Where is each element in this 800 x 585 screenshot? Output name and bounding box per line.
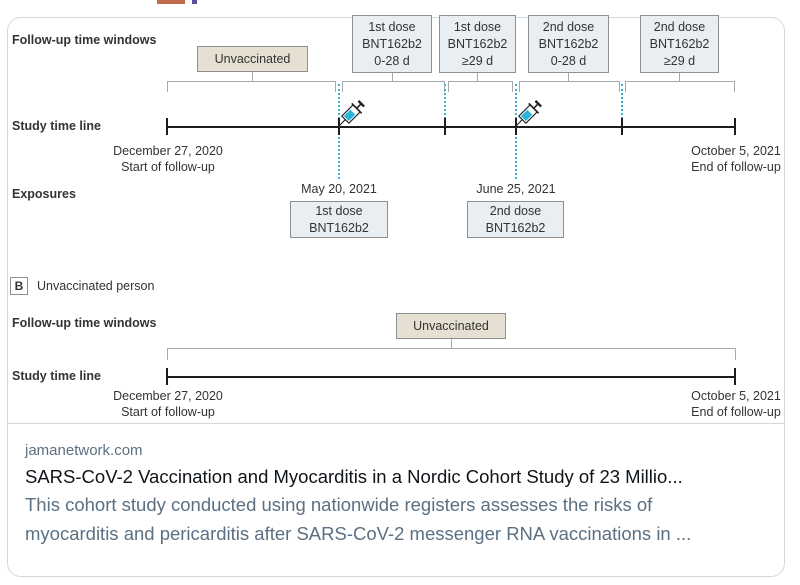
panel-b-timeline-label: Study time line xyxy=(12,369,101,383)
window-box-unvaccinated-a: Unvaccinated xyxy=(197,46,308,72)
start-label-a: Start of follow-up xyxy=(121,160,215,174)
box-line: ≥29 d xyxy=(461,53,494,68)
panel-a-timeline-label: Study time line xyxy=(12,119,101,133)
bracket-unvaccinated-a xyxy=(167,81,336,92)
syringe-icon xyxy=(338,100,365,127)
box-line: 1st dose xyxy=(368,19,416,34)
panel-b-title: Unvaccinated person xyxy=(37,279,155,293)
timeline-a xyxy=(167,126,736,128)
end-date-b: October 5, 2021 xyxy=(691,389,781,403)
connector-line xyxy=(477,73,478,81)
panel-b-letter: B xyxy=(10,277,28,295)
dotted-line-window-boundary xyxy=(444,84,446,131)
box-line: BNT162b2 xyxy=(485,220,546,235)
panel-a-exposures-label: Exposures xyxy=(12,187,76,201)
timeline-tick xyxy=(621,118,623,135)
start-date-a: December 27, 2020 xyxy=(113,144,223,158)
box-line: BNT162b2 xyxy=(362,36,422,51)
bracket-dose2-29plus xyxy=(625,81,735,92)
exposure2-box: 2nd dose BNT162b2 xyxy=(467,201,564,238)
window-box-dose2-0-28: 2nd dose BNT162b2 0-28 d xyxy=(528,15,609,73)
exposure2-date: June 25, 2021 xyxy=(476,182,556,196)
connector-line xyxy=(451,339,452,348)
box-line: BNT162b2 xyxy=(649,36,710,51)
timeline-tick xyxy=(444,118,446,135)
bracket-dose2-0-28 xyxy=(519,81,620,92)
card-description-line2: myocarditis and pericarditis after SARS-… xyxy=(25,523,692,544)
end-date-a: October 5, 2021 xyxy=(691,144,781,158)
window-box-dose1-0-28: 1st dose BNT162b2 0-28 d xyxy=(352,15,432,73)
start-label-b: Start of follow-up xyxy=(121,405,215,419)
end-label-a: End of follow-up xyxy=(691,160,781,174)
card-description-line1: This cohort study conducted using nation… xyxy=(25,494,653,515)
cropped-highlight-fragment xyxy=(157,0,185,4)
card-title[interactable]: SARS-CoV-2 Vaccination and Myocarditis i… xyxy=(25,466,683,487)
box-line: 1st dose xyxy=(453,19,502,34)
window-box-dose2-29plus: 2nd dose BNT162b2 ≥29 d xyxy=(640,15,719,73)
syringe-icon xyxy=(515,100,542,127)
connector-line xyxy=(392,73,393,81)
box-line: 0-28 d xyxy=(550,53,587,68)
box-line: 1st dose xyxy=(315,203,363,218)
timeline-tick xyxy=(338,118,340,135)
timeline-tick xyxy=(166,118,168,135)
box-line: BNT162b2 xyxy=(309,220,369,235)
panel-a-followup-label: Follow-up time windows xyxy=(12,33,157,47)
dotted-line-window-boundary xyxy=(621,84,623,131)
box-line: 0-28 d xyxy=(374,53,410,68)
connector-line xyxy=(568,73,569,81)
exposure1-date: May 20, 2021 xyxy=(301,182,377,196)
box-line: 2nd dose xyxy=(653,19,706,34)
timeline-tick xyxy=(734,368,736,385)
box-line: BNT162b2 xyxy=(447,36,508,51)
timeline-tick xyxy=(734,118,736,135)
link-preview-card[interactable] xyxy=(7,17,785,577)
start-date-b: December 27, 2020 xyxy=(113,389,223,403)
window-box-label: Unvaccinated xyxy=(214,51,291,66)
timeline-b xyxy=(167,376,736,378)
box-line: ≥29 d xyxy=(663,53,696,68)
box-line: BNT162b2 xyxy=(538,36,599,51)
card-divider xyxy=(8,423,784,424)
exposure1-box: 1st dose BNT162b2 xyxy=(290,201,388,238)
end-label-b: End of follow-up xyxy=(691,405,781,419)
window-box-dose1-29plus: 1st dose BNT162b2 ≥29 d xyxy=(439,15,516,73)
bracket-unvaccinated-b xyxy=(167,348,736,360)
bracket-dose1-29plus xyxy=(448,81,513,92)
panel-b-followup-label: Follow-up time windows xyxy=(12,316,157,330)
window-box-label: Unvaccinated xyxy=(413,318,489,333)
box-line: 2nd dose xyxy=(489,203,542,218)
connector-line xyxy=(679,73,680,81)
timeline-tick xyxy=(166,368,168,385)
card-domain-link[interactable]: jamanetwork.com xyxy=(25,442,143,459)
cropped-emoji-fragment xyxy=(192,0,197,4)
timeline-tick xyxy=(515,118,517,135)
window-box-unvaccinated-b: Unvaccinated xyxy=(396,313,506,339)
bracket-dose1-0-28 xyxy=(342,81,445,92)
box-line: 2nd dose xyxy=(542,19,595,34)
connector-line xyxy=(252,72,253,81)
